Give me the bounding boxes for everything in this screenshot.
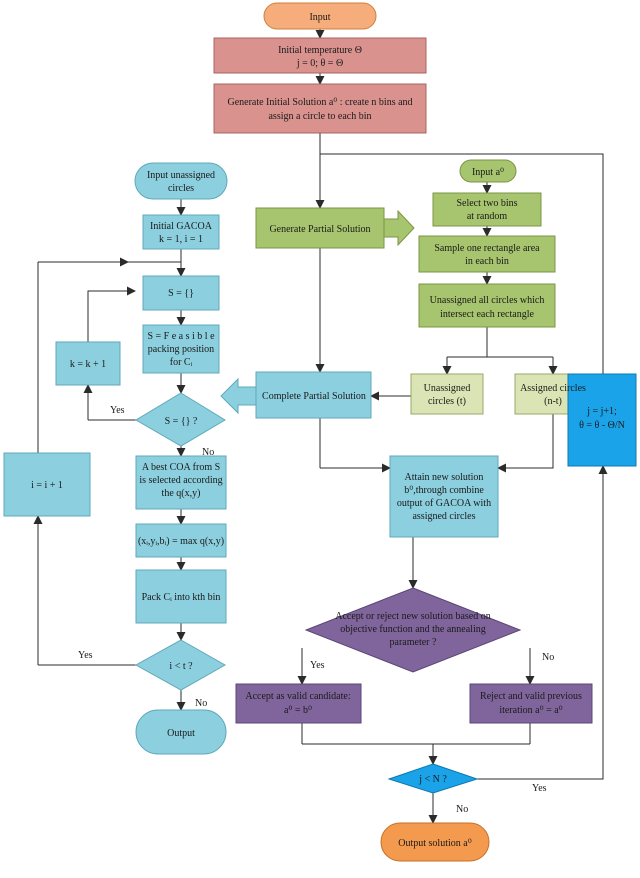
- label-yes-j-check: Yes: [532, 783, 547, 794]
- edge-assigned-attain: [497, 414, 554, 473]
- input-terminal: [263, 2, 377, 30]
- pack-box: [135, 569, 227, 624]
- select-bins-box: [432, 192, 542, 227]
- label-no-i-check: No: [195, 698, 207, 709]
- k-update-label: k = k + 1: [70, 359, 106, 370]
- edges: [33, 29, 608, 824]
- i-update-label: i = i + 1: [31, 480, 63, 491]
- max-q-box: [135, 523, 227, 558]
- accept-valid-box: [235, 683, 362, 724]
- complete-partial-label: Complete Partial Solution: [262, 391, 366, 402]
- label-yes-s-check: Yes: [110, 405, 125, 416]
- i-update-box: [3, 452, 91, 517]
- s-check-diamond: [135, 392, 226, 447]
- block-arrow-right: [383, 209, 415, 247]
- j-update-box: [567, 373, 637, 467]
- input-label: Input: [309, 12, 330, 23]
- generate-partial-box: [255, 207, 385, 249]
- output-solution-label: Output solution a⁰: [398, 838, 471, 849]
- edge-loop-top: [320, 153, 604, 374]
- attain-new-box: [389, 455, 499, 538]
- edge-k-update-back: [87, 286, 136, 342]
- assigned-circles-label: Assigned circles(n-t): [520, 383, 586, 407]
- best-coa-box: [135, 455, 227, 510]
- unassign-all-box: [418, 283, 556, 328]
- block-arrow-left: [220, 377, 257, 415]
- accept-reject-diamond: [304, 587, 522, 673]
- i-check-diamond: [134, 639, 227, 691]
- s-feasible-box: [142, 324, 220, 374]
- edge-j-check-yes: [477, 465, 608, 780]
- accept-valid-label: Accept as valid candidate:a⁰ = b⁰: [245, 691, 350, 716]
- k-update-box: [55, 341, 121, 386]
- i-check-label: i < t ?: [169, 661, 193, 672]
- label-no-s-check: No: [202, 447, 214, 458]
- output-terminal: [135, 709, 227, 755]
- label-no-j-check: No: [456, 804, 468, 815]
- nodes: [3, 2, 637, 862]
- input-a0-terminal: [459, 159, 517, 183]
- input-unassigned-terminal: [134, 162, 228, 200]
- pack-label: Pack Cᵢ into kth bin: [142, 592, 221, 603]
- max-q-label: (xᵢ,yᵢ,bᵢ) = max q(x,y): [138, 536, 224, 547]
- label-yes-accept: Yes: [310, 660, 325, 671]
- input-a0-label: Input a⁰: [472, 167, 504, 178]
- s-empty-label: S = {}: [168, 288, 194, 299]
- s-empty-box: [142, 275, 220, 311]
- generate-initial-box: [213, 83, 427, 134]
- s-check-label: S = {} ?: [165, 416, 198, 427]
- generate-partial-label: Generate Partial Solution: [269, 224, 370, 235]
- initial-gacoa-box: [142, 214, 220, 250]
- j-update-label: j = j+1;θ = θ - Θ/N: [579, 406, 625, 431]
- initial-temperature-box: [213, 37, 427, 74]
- j-check-label: j < N ?: [418, 774, 447, 785]
- output-label: Output: [167, 728, 195, 739]
- complete-partial-box: [255, 371, 372, 419]
- sample-rect-box: [418, 235, 556, 273]
- reject-valid-box: [469, 683, 593, 724]
- label-yes-i-check: Yes: [78, 650, 93, 661]
- label-no-accept: No: [542, 652, 554, 663]
- output-solution-terminal: [380, 822, 490, 862]
- j-check-diamond: [387, 763, 479, 794]
- generate-initial-label: Generate Initial Solution a⁰ : create n …: [227, 97, 412, 122]
- unassigned-circles-box: [410, 373, 484, 415]
